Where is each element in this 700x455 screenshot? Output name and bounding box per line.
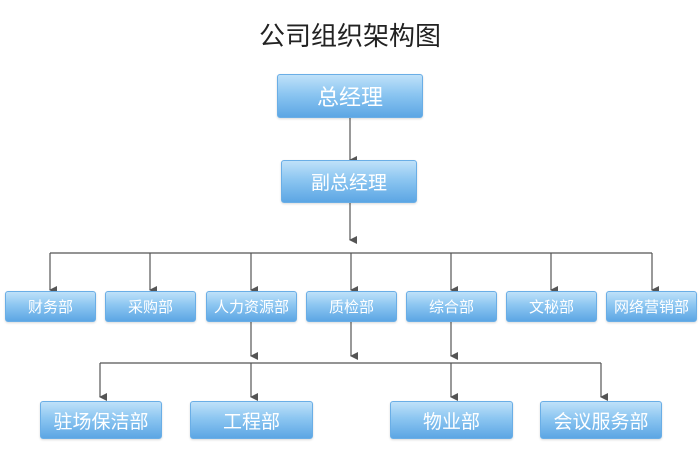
node-dept-purchasing: 采购部	[105, 291, 196, 322]
node-dept-quality: 质检部	[306, 291, 397, 322]
node-dept-secretary: 文秘部	[506, 291, 597, 322]
node-vice-manager: 副总经理	[281, 160, 417, 203]
node-sub-property: 物业部	[390, 401, 513, 439]
chart-title: 公司组织架构图	[258, 22, 441, 52]
node-sub-engineering: 工程部	[190, 401, 313, 439]
node-sub-conference: 会议服务部	[540, 401, 662, 439]
node-dept-online-marketing: 网络营销部	[606, 291, 697, 322]
node-dept-general: 综合部	[406, 291, 497, 322]
node-dept-hr: 人力资源部	[206, 291, 297, 322]
node-dept-finance: 财务部	[5, 291, 96, 322]
node-ceo: 总经理	[277, 74, 423, 118]
node-sub-cleaning: 驻场保洁部	[40, 401, 162, 439]
